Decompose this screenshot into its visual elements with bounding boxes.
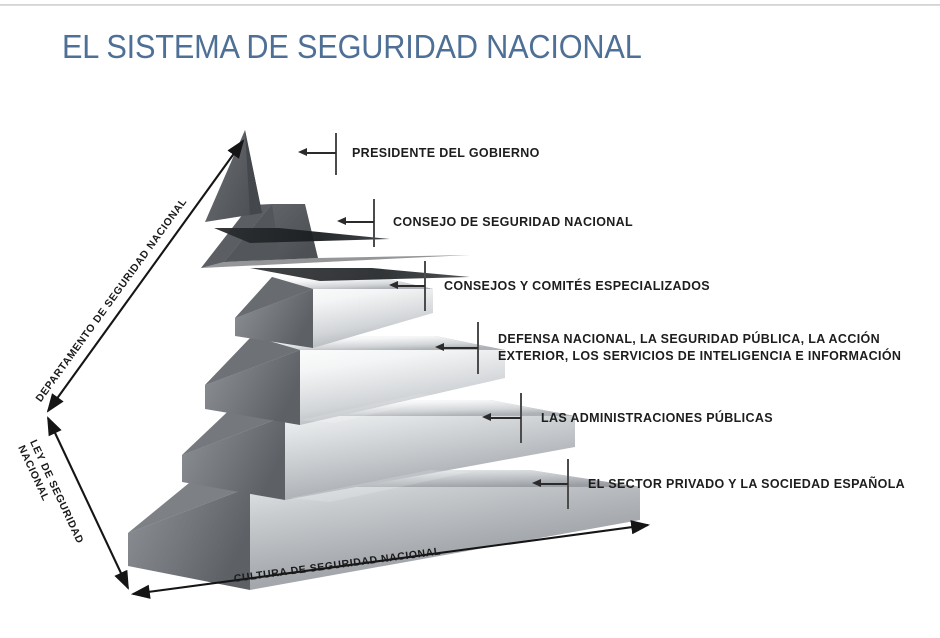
callout-label: CONSEJO DE SEGURIDAD NACIONAL: [393, 215, 634, 229]
callout-label: PRESIDENTE DEL GOBIERNO: [352, 146, 540, 160]
callout-leader-line: [539, 483, 568, 485]
callout-label-line2: EXTERIOR, LOS SERVICIOS DE INTELIGENCIA …: [498, 349, 902, 363]
callout-tick: [424, 261, 426, 311]
callout-leader-line: [305, 152, 336, 154]
callout-tick: [373, 199, 375, 247]
callout-arrowhead-icon: [389, 281, 398, 289]
callout-tick: [520, 393, 522, 443]
callout-label: EL SECTOR PRIVADO Y LA SOCIEDAD ESPAÑOLA: [588, 477, 906, 491]
page-title: EL SISTEMA DE SEGURIDAD NACIONAL: [62, 28, 642, 65]
callout-arrowhead-icon: [337, 217, 346, 225]
callout-tick: [567, 459, 569, 509]
callout-label: LAS ADMINISTRACIONES PÚBLICAS: [541, 411, 773, 425]
callout-arrowhead-icon: [532, 479, 541, 487]
callout-leader-line: [443, 347, 478, 349]
callout-label-line1: DEFENSA NACIONAL, LA SEGURIDAD PÚBLICA, …: [498, 332, 880, 346]
top-divider: [0, 4, 940, 6]
callout-leader-line: [344, 221, 374, 223]
callout-tick: [477, 322, 479, 374]
pyramid-tier-1-apex: [205, 130, 262, 222]
callout-label: CONSEJOS Y COMITÉS ESPECIALIZADOS: [444, 279, 710, 293]
callout-arrowhead-icon: [482, 413, 491, 421]
callout-arrowhead-icon: [298, 148, 307, 156]
callout-arrowhead-icon: [435, 343, 444, 351]
callout-leader-line: [489, 417, 521, 419]
callout-tick: [335, 133, 337, 175]
callout-leader-line: [396, 285, 425, 287]
